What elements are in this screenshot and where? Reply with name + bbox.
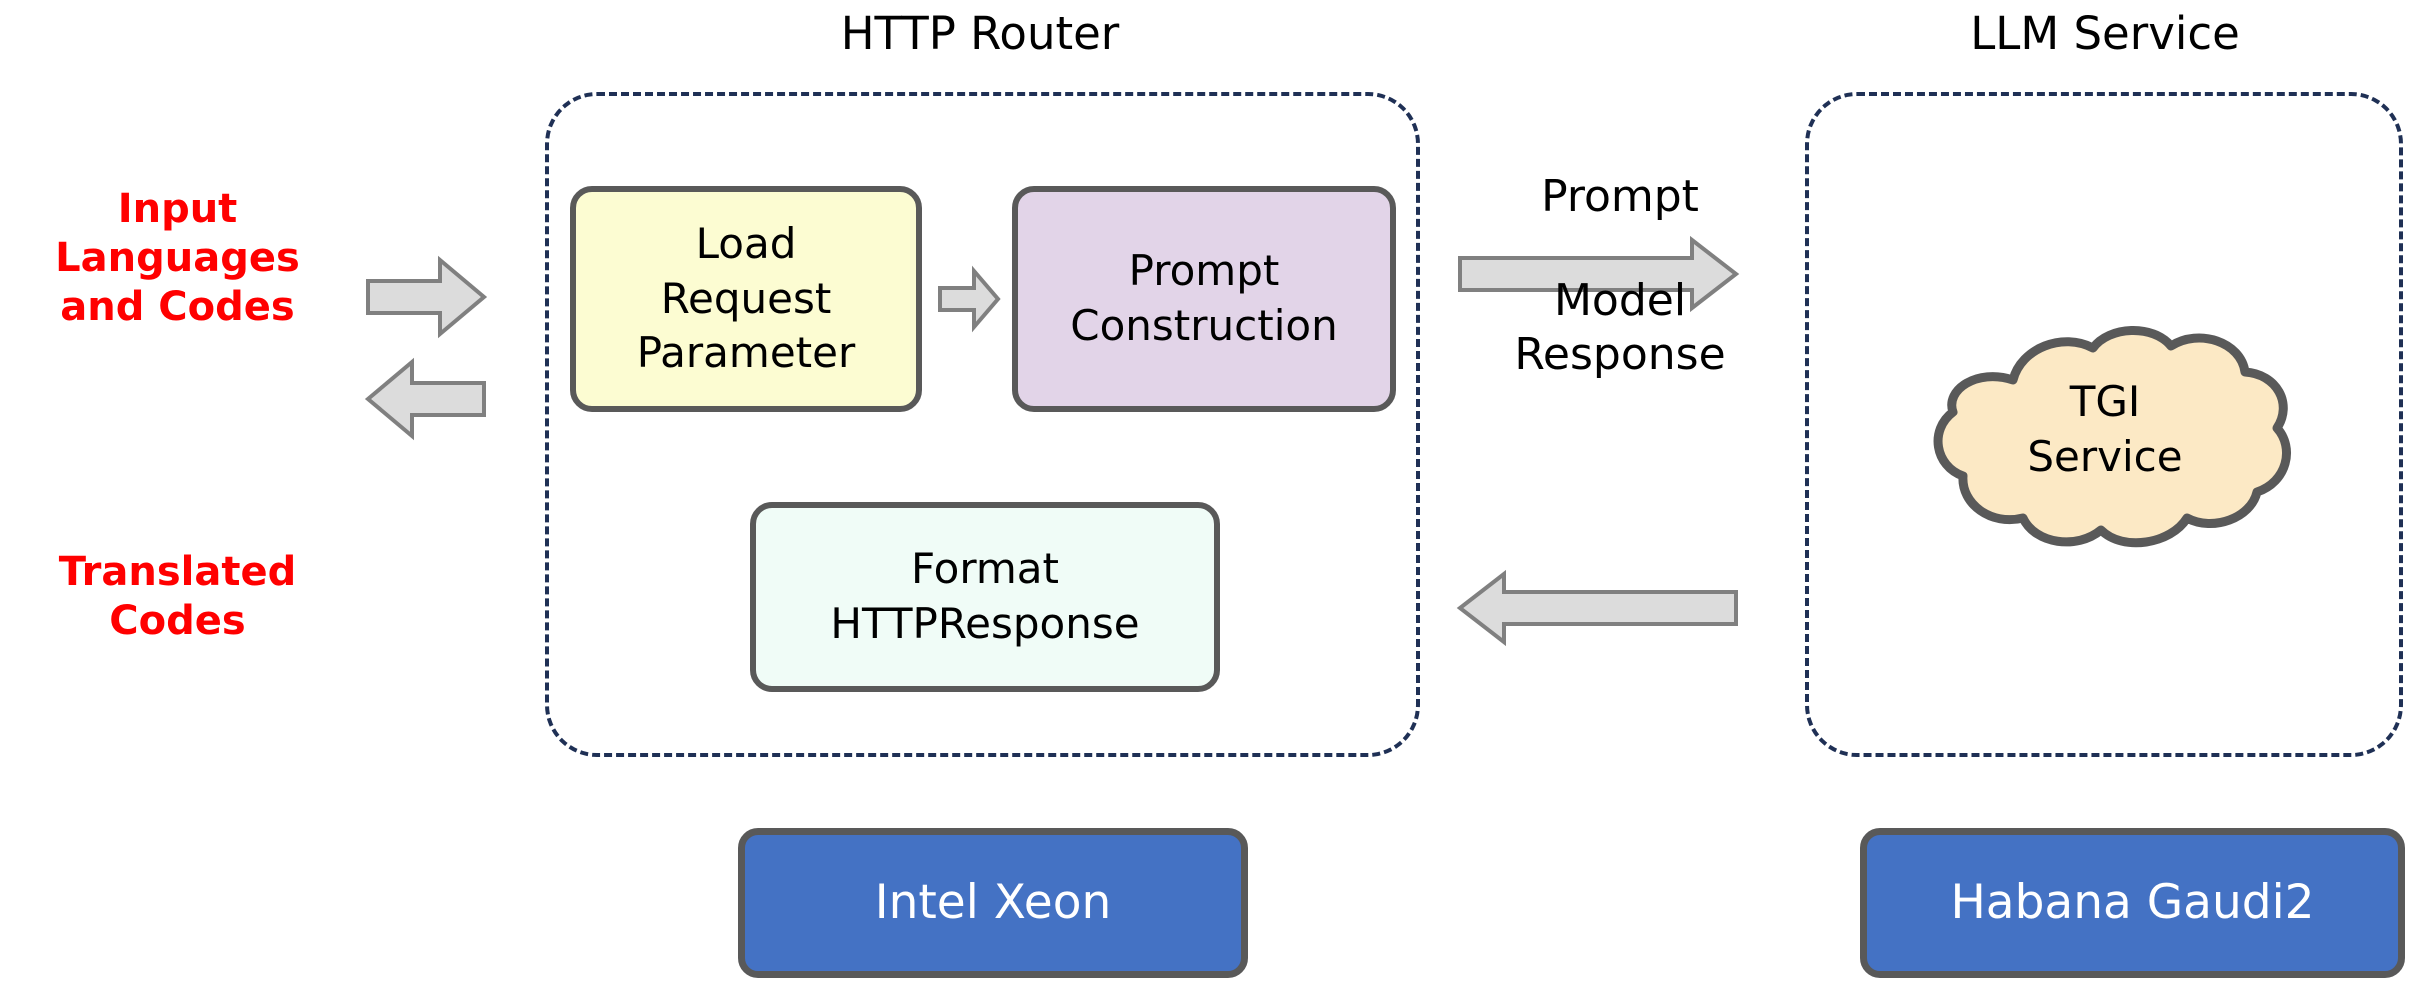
input-languages-and-codes-label: Input Languages and Codes	[55, 186, 300, 330]
tgi-service-cloud[interactable]: TGI Service	[1895, 320, 2315, 560]
habana-gaudi2-box[interactable]: Habana Gaudi2	[1860, 828, 2405, 978]
intel-xeon-box[interactable]: Intel Xeon	[738, 828, 1248, 978]
prompt-construction-label: Prompt Construction	[1070, 246, 1338, 350]
prompt-construction-box[interactable]: Prompt Construction	[1012, 186, 1396, 412]
http-router-group	[545, 92, 1420, 757]
prompt-flow-label: Prompt	[1541, 171, 1699, 222]
model-response-arrow-icon	[1456, 569, 1738, 647]
llm-service-group	[1805, 92, 2403, 757]
format-http-response-box[interactable]: Format HTTPResponse	[750, 502, 1220, 692]
internal-flow-arrow-icon	[938, 265, 1001, 333]
intel-xeon-label: Intel Xeon	[874, 875, 1112, 931]
tgi-service-label: TGI Service	[2027, 377, 2183, 481]
llm-service-title: LLM Service	[1970, 7, 2240, 60]
input-arrow-icon	[366, 255, 488, 339]
load-request-parameter-label: Load Request Parameter	[636, 219, 856, 378]
prompt-arrow-icon	[1458, 235, 1740, 313]
model-response-flow-label: Model Response	[1514, 275, 1726, 380]
habana-gaudi2-label: Habana Gaudi2	[1950, 875, 2315, 931]
format-http-response-label: Format HTTPResponse	[830, 544, 1140, 648]
load-request-parameter-box[interactable]: Load Request Parameter	[570, 186, 922, 412]
output-arrow-icon	[364, 357, 486, 441]
translated-codes-label: Translated Codes	[58, 549, 297, 644]
http-router-title: HTTP Router	[840, 7, 1120, 60]
